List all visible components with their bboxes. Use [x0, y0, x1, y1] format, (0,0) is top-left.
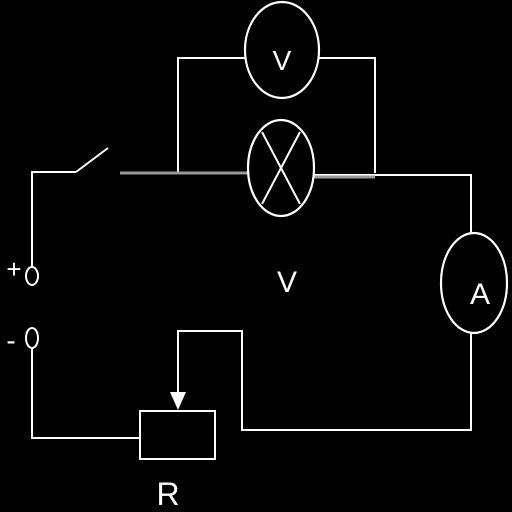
terminal-positive-circle: [25, 266, 39, 286]
rheostat-body: [139, 410, 216, 460]
lamp-circle: [246, 118, 316, 218]
voltmeter-branch-wire: [177, 57, 376, 173]
lamp-to-ammeter-wire: [314, 174, 472, 233]
ammeter-label: A: [470, 278, 490, 311]
terminal-negative-sign: -: [6, 325, 15, 356]
negative-lead-wire: [31, 348, 140, 439]
lamp-cross: [261, 131, 301, 205]
voltmeter-circle: [243, 0, 321, 100]
ammeter-return-wire: [177, 330, 472, 431]
switch-blade: [75, 147, 109, 173]
positive-lead-wire: [31, 171, 76, 268]
resistor-label: R: [156, 476, 179, 512]
voltmeter-label: V: [273, 45, 292, 76]
rheostat-slider-arrow: [170, 392, 186, 410]
lamp-caption: V: [277, 266, 297, 299]
ammeter-circle: [439, 231, 509, 335]
terminal-positive-sign: +: [6, 254, 21, 284]
terminal-negative-circle: [25, 327, 39, 349]
